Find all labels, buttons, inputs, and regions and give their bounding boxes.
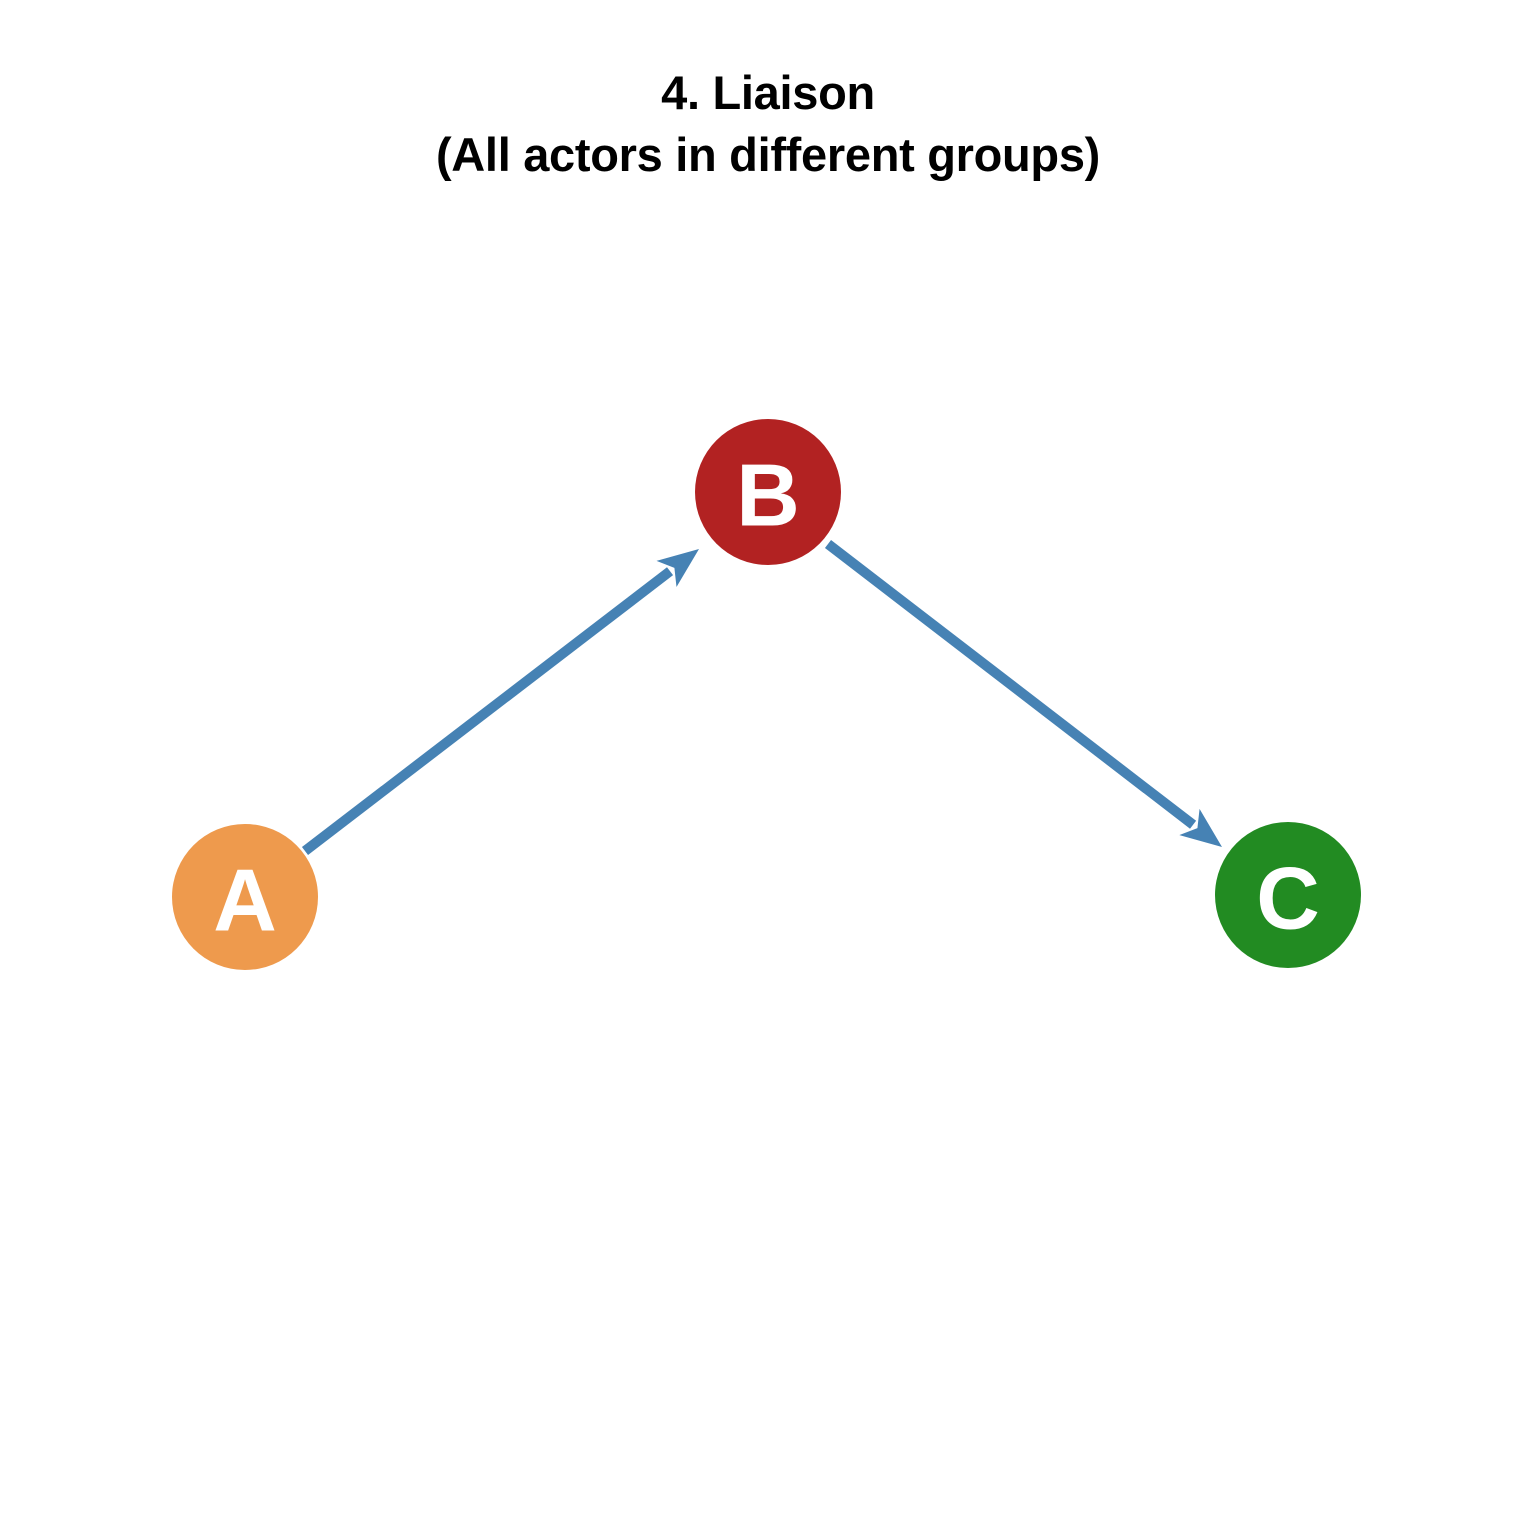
node-a-label: A: [213, 851, 277, 950]
edge-layer: [301, 540, 1223, 855]
page-title: 4. Liaison (All actors in different grou…: [0, 62, 1536, 186]
node-a-circle[interactable]: [172, 824, 318, 970]
edge-b-to-c: [824, 540, 1223, 847]
node-b-circle[interactable]: [695, 419, 841, 565]
title-line-secondary: (All actors in different groups): [435, 128, 1101, 182]
node-c-label: C: [1256, 849, 1320, 948]
node-c[interactable]: C: [1215, 822, 1361, 968]
node-a[interactable]: A: [172, 824, 318, 970]
node-c-circle[interactable]: [1215, 822, 1361, 968]
title-line-primary: 4. Liaison: [661, 66, 875, 119]
node-b-label: B: [736, 446, 800, 545]
edge-a-to-b: [301, 548, 700, 855]
node-b[interactable]: B: [695, 419, 841, 565]
